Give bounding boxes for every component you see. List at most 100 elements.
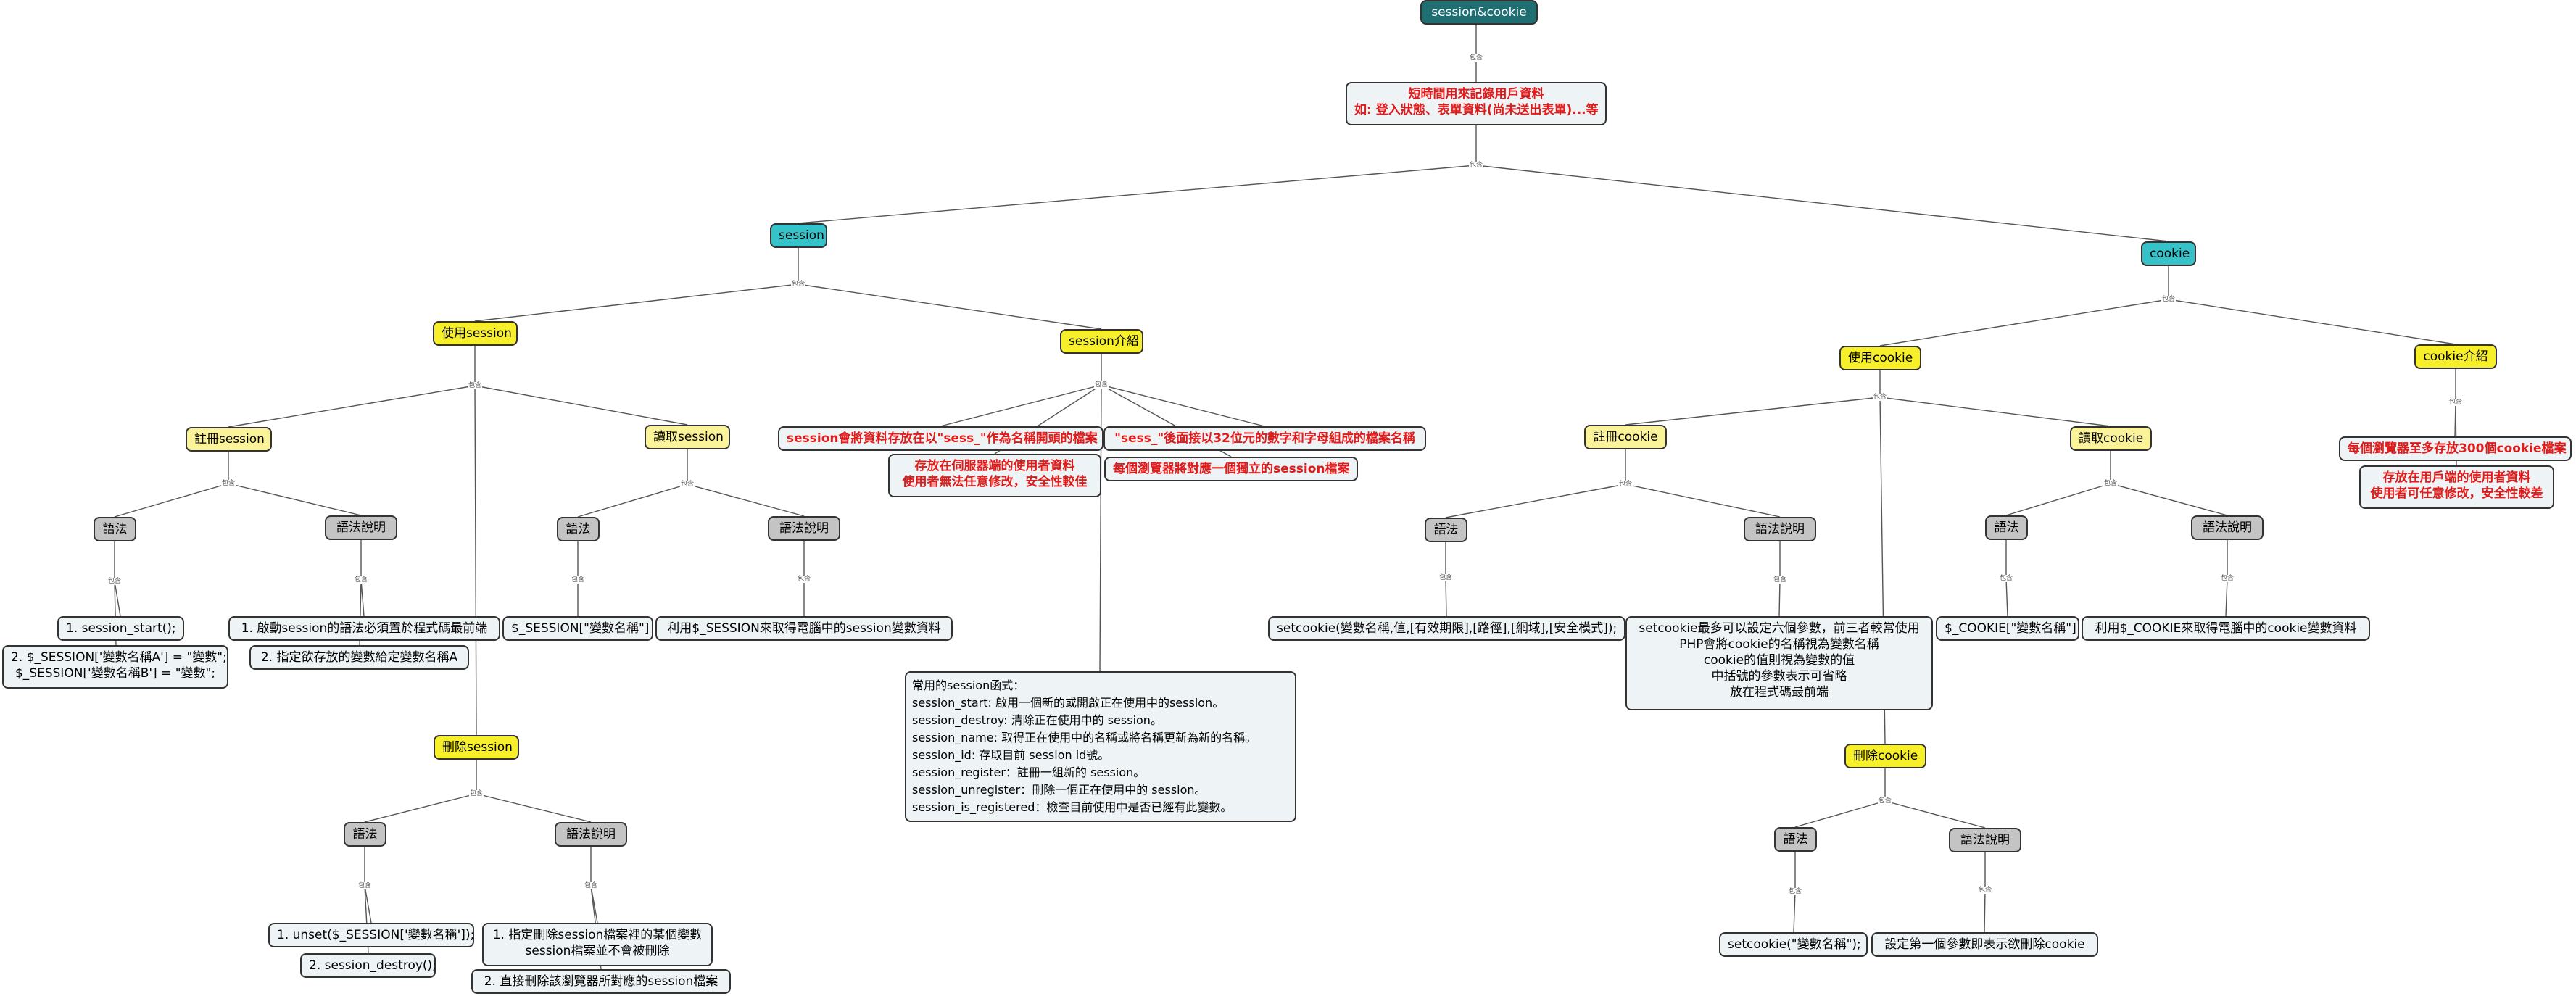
cookie-del-desc-value-node[interactable]: 設定第一個參數即表示欲刪除cookie xyxy=(1871,932,2098,957)
connector-line xyxy=(2005,483,2111,516)
connector-line xyxy=(1884,800,1986,829)
reg-syntax-2-line-1: 2. $_SESSION['變數名稱A'] = "變數"; xyxy=(11,650,227,665)
del-syntax-1-node[interactable]: 1. unset($_SESSION['變數名稱']); xyxy=(268,923,474,947)
edge-label: 包含 xyxy=(467,382,483,389)
cookie-reg-desc-node[interactable]: 語法說明 xyxy=(1744,517,1816,541)
reg-syntax-2-node[interactable]: 2. $_SESSION['變數名稱A'] = "變數"; $_SESSION[… xyxy=(2,645,228,689)
cookie-del-desc-node[interactable]: 語法說明 xyxy=(1949,828,2021,852)
connector-line xyxy=(2110,483,2228,516)
cookie-del-syntax-value-node[interactable]: setcookie("變數名稱"); xyxy=(1719,932,1868,957)
connector-line xyxy=(1793,891,1796,933)
setcookie-desc-line-2: PHP會將cookie的名稱視為變數名稱 xyxy=(1679,637,1879,652)
intro-c-node[interactable]: 存放在伺服器端的使用者資料 使用者無法任意修改，安全性較佳 xyxy=(888,454,1101,497)
edge-label: 包含 xyxy=(2448,399,2464,406)
edge-label: 包含 xyxy=(1877,797,1893,805)
edge-label: 包含 xyxy=(570,576,586,584)
connector-line xyxy=(2005,578,2008,617)
connector-line xyxy=(798,165,1477,224)
cookie-read-syntax-value-node[interactable]: $_COOKIE["變數名稱"] xyxy=(1936,616,2079,641)
edge-label: 包含 xyxy=(2103,480,2119,487)
read-syntax-node[interactable]: 語法 xyxy=(557,517,600,541)
cookie-read-desc-value-node[interactable]: 利用$_COOKIE來取得電腦中的cookie變數資料 xyxy=(2082,616,2370,641)
cookie-intro-b-line-2: 使用者可任意修改，安全性較差 xyxy=(2370,486,2543,501)
reg-syntax-1-node[interactable]: 1. session_start(); xyxy=(57,616,184,641)
connector-line xyxy=(114,483,229,518)
edge-label: 包含 xyxy=(1618,481,1633,488)
edge-label: 包含 xyxy=(796,576,812,583)
edge-label: 包含 xyxy=(1977,887,1993,894)
delete-syntax-node[interactable]: 語法 xyxy=(344,822,386,847)
del-desc-1-node[interactable]: 1. 指定刪除session檔案裡的某個變數 session檔案並不會被刪除 xyxy=(482,923,713,966)
register-session-node[interactable]: 註冊session xyxy=(186,427,272,452)
connector-line xyxy=(476,793,592,823)
edge-label: 包含 xyxy=(353,576,369,584)
edge-label: 包含 xyxy=(2161,296,2177,303)
connector-line xyxy=(940,384,1102,427)
del-desc-2-node[interactable]: 2. 直接刪除該瀏覽器所對應的session檔案 xyxy=(471,969,731,994)
read-syntax-value-node[interactable]: $_SESSION["變數名稱"] xyxy=(502,616,653,641)
intro-a-node[interactable]: session會將資料存放在以"sess_"作為名稱開頭的檔案 xyxy=(778,426,1103,451)
intro-b-node[interactable]: "sess_"後面接以32位元的數字和字母組成的檔案名稱 xyxy=(1103,426,1426,451)
reg-desc-1-node[interactable]: 1. 啟動session的語法必須置於程式碼最前端 xyxy=(228,616,500,641)
cookie-node[interactable]: cookie xyxy=(2141,241,2196,266)
delete-desc-node[interactable]: 語法說明 xyxy=(555,822,627,847)
setcookie-syntax-node[interactable]: setcookie(變數名稱,值,[有效期限],[路徑],[網域],[安全模式]… xyxy=(1268,616,1625,641)
cookie-intro-a-node[interactable]: 每個瀏覽器至多存放300個cookie檔案 xyxy=(2339,436,2572,461)
edge-label: 包含 xyxy=(107,578,123,585)
register-syntax-node[interactable]: 語法 xyxy=(94,517,136,541)
definition-line-2: 如: 登入狀態、表單資料(尚未送出表單)...等 xyxy=(1354,103,1599,117)
connector-line xyxy=(360,579,365,617)
connector-line xyxy=(1984,889,1986,933)
cookie-intro-b-line-1: 存放在用戶端的使用者資料 xyxy=(2382,470,2531,485)
intro-d-node[interactable]: 每個瀏覽器將對應一個獨立的session檔案 xyxy=(1104,457,1358,481)
setcookie-desc-node[interactable]: setcookie最多可以設定六個參數，前三者較常使用 PHP會將cookie的… xyxy=(1625,616,1933,710)
read-desc-node[interactable]: 語法說明 xyxy=(768,516,840,541)
connector-line xyxy=(1879,299,2169,346)
connector-line xyxy=(228,385,476,428)
edge-label: 包含 xyxy=(1998,575,2014,582)
delete-cookie-node[interactable]: 刪除cookie xyxy=(1844,744,1926,768)
reg-syntax-2-line-2: $_SESSION['變數名稱B'] = "變數"; xyxy=(15,666,216,681)
cookie-read-desc-node[interactable]: 語法說明 xyxy=(2191,515,2264,540)
common-functions-node[interactable]: 常用的session函式： session_start: 啟用一個新的或開啟正在… xyxy=(905,671,1296,822)
cookie-del-syntax-node[interactable]: 語法 xyxy=(1774,827,1817,852)
read-cookie-node[interactable]: 讀取cookie xyxy=(2070,426,2152,451)
cookie-intro-node[interactable]: cookie介紹 xyxy=(2414,344,2497,369)
connector-line xyxy=(474,385,688,426)
read-desc-value-node[interactable]: 利用$_SESSION來取得電腦中的session變數資料 xyxy=(655,616,953,641)
connector-line xyxy=(687,484,805,517)
register-cookie-node[interactable]: 註冊cookie xyxy=(1584,425,1667,449)
definition-node[interactable]: 短時間用來記錄用戶資料 如: 登入狀態、表單資料(尚未送出表單)...等 xyxy=(1346,82,1607,125)
connector-line xyxy=(577,484,688,518)
read-session-node[interactable]: 讀取session xyxy=(645,425,730,449)
cookie-read-syntax-node[interactable]: 語法 xyxy=(1985,515,2028,540)
setcookie-desc-line-1: setcookie最多可以設定六個參數，前三者較常使用 xyxy=(1639,621,1920,636)
root-node[interactable]: session&cookie xyxy=(1420,0,1538,25)
connector-line xyxy=(228,483,362,516)
edge-label: 包含 xyxy=(790,281,806,288)
delete-session-node[interactable]: 刪除session xyxy=(434,735,519,760)
use-session-node[interactable]: 使用session xyxy=(433,321,518,346)
edge-label: 包含 xyxy=(1438,574,1454,581)
edge-label: 包含 xyxy=(1468,54,1484,62)
edge-label: 包含 xyxy=(1872,394,1888,401)
del-syntax-2-node[interactable]: 2. session_destroy(); xyxy=(300,953,436,978)
reg-desc-2-node[interactable]: 2. 指定欲存放的變數給定變數名稱A xyxy=(249,645,469,670)
session-intro-node[interactable]: session介紹 xyxy=(1060,329,1143,354)
use-cookie-node[interactable]: 使用cookie xyxy=(1839,346,1921,370)
definition-line-1: 短時間用來記錄用戶資料 xyxy=(1408,87,1544,101)
connector-line xyxy=(1879,397,2111,427)
common-funcs-line-8: session_is_registered：檢查目前使用中是否已經有此變數。 xyxy=(912,800,1233,814)
cookie-intro-b-node[interactable]: 存放在用戶端的使用者資料 使用者可任意修改，安全性較差 xyxy=(2359,465,2554,509)
edge-label: 包含 xyxy=(679,481,695,488)
connector-line xyxy=(798,283,1102,330)
common-funcs-line-5: session_id: 存取目前 session id號。 xyxy=(912,748,1110,762)
edge-label: 包含 xyxy=(1772,576,1788,584)
session-node[interactable]: session xyxy=(770,223,827,248)
register-desc-node[interactable]: 語法說明 xyxy=(325,515,397,540)
cookie-reg-syntax-node[interactable]: 語法 xyxy=(1425,518,1467,542)
edge-label: 包含 xyxy=(1468,162,1484,169)
connector-line xyxy=(1778,579,1781,617)
connector-line xyxy=(1475,165,2169,242)
